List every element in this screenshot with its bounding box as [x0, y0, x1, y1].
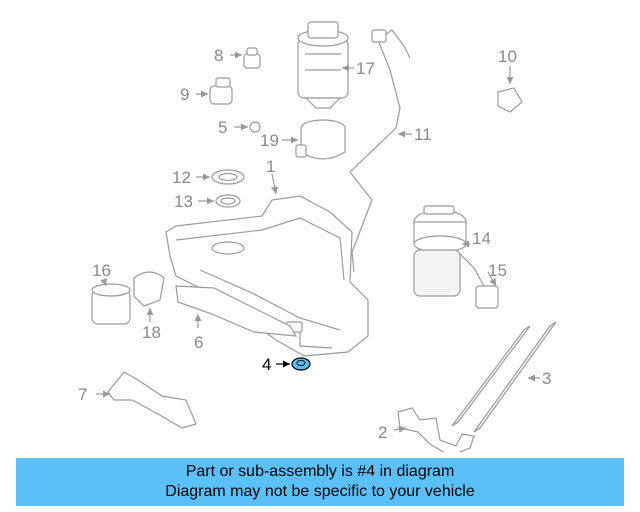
part-18-bracket[interactable] [133, 271, 165, 322]
part-4-grommet[interactable] [276, 357, 311, 371]
banner-line-1: Part or sub-assembly is #4 in diagram [185, 463, 455, 480]
callout-5: 5 [218, 118, 227, 137]
callout-7: 7 [78, 385, 87, 404]
part-9-valve[interactable] [196, 77, 233, 105]
part-8-cap[interactable] [230, 47, 261, 69]
part-12-seal-ring[interactable] [196, 169, 245, 185]
callout-4: 4 [262, 355, 271, 374]
callout-2: 2 [378, 423, 387, 442]
part-14-fuel-pump[interactable] [413, 205, 470, 297]
callout-9: 9 [180, 85, 189, 104]
part-16-canister[interactable] [91, 278, 131, 325]
callout-1: 1 [266, 157, 275, 176]
part-3-strap[interactable] [451, 321, 557, 433]
parts-diagram: 8 9 5 17 19 11 10 [78, 21, 557, 452]
callout-16: 16 [92, 261, 111, 280]
callout-17: 17 [356, 59, 375, 78]
info-banner: Part or sub-assembly is #4 in diagram Di… [16, 458, 624, 506]
part-19-bracket[interactable] [282, 119, 346, 160]
part-6-heat-shield[interactable] [175, 285, 298, 337]
banner-line-2: Diagram may not be specific to your vehi… [165, 483, 475, 500]
callout-13: 13 [174, 192, 193, 211]
callout-11: 11 [414, 125, 432, 144]
part-17-fuel-filter[interactable] [297, 21, 354, 109]
part-13-lock-ring[interactable] [198, 194, 241, 208]
part-11-fuel-line[interactable] [349, 29, 412, 273]
part-2-strap-bracket[interactable] [393, 407, 475, 452]
callout-6: 6 [194, 333, 203, 352]
part-10-clip[interactable] [497, 66, 523, 113]
part-5-ring[interactable] [234, 121, 261, 133]
callout-15: 15 [488, 261, 507, 280]
callout-3: 3 [542, 369, 551, 388]
callout-8: 8 [214, 46, 223, 65]
part-7-bracket[interactable] [96, 371, 197, 429]
callout-19: 19 [260, 131, 279, 150]
callout-18: 18 [142, 323, 161, 342]
part-15-level-sender[interactable] [459, 253, 499, 309]
callout-10: 10 [498, 47, 517, 66]
callout-12: 12 [172, 168, 191, 187]
callout-14: 14 [472, 229, 491, 248]
